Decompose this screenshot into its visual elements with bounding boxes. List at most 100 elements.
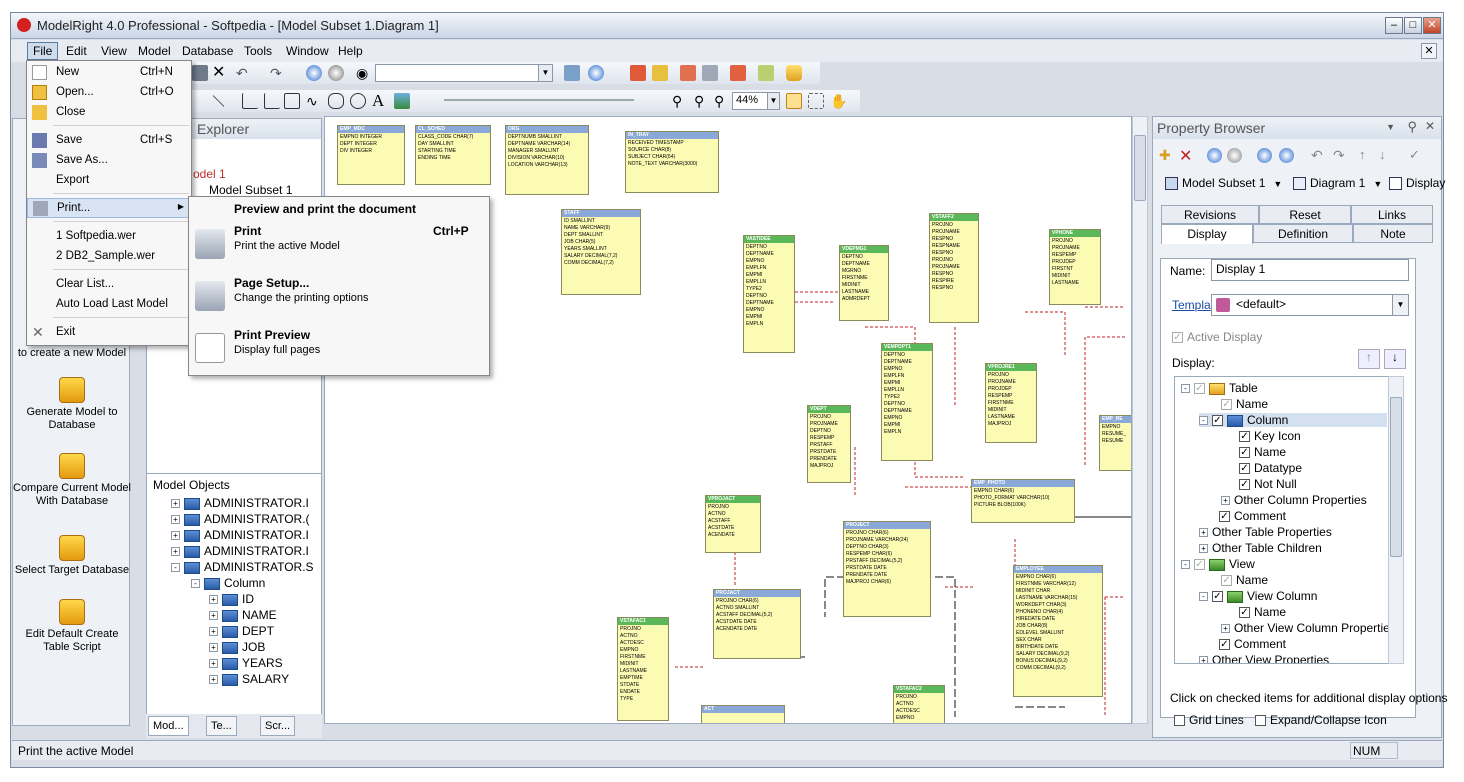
- menu-help[interactable]: Help: [338, 44, 363, 58]
- move-up-icon[interactable]: ↑: [1359, 147, 1366, 162]
- dt-other-table-props[interactable]: +Other Table Properties: [1199, 525, 1332, 539]
- up-icon[interactable]: [1257, 148, 1272, 163]
- dt-table[interactable]: -✓Table: [1181, 381, 1258, 395]
- tab-reset[interactable]: Reset: [1259, 205, 1351, 224]
- text-tool-icon[interactable]: A: [372, 91, 385, 110]
- checkbox-icon[interactable]: ✓: [1239, 607, 1250, 619]
- expand-icon[interactable]: +: [1199, 544, 1208, 554]
- back-icon[interactable]: [306, 65, 322, 81]
- submenu-print-preview[interactable]: Print Preview Display full pages: [189, 325, 489, 375]
- collapse-icon[interactable]: -: [171, 563, 180, 573]
- zoom-in-icon[interactable]: ⚲: [694, 93, 705, 109]
- redo-icon[interactable]: ↷: [270, 65, 282, 81]
- checkbox-icon[interactable]: ✓: [1221, 575, 1232, 587]
- breadcrumb-diagram[interactable]: Diagram 1▼: [1293, 176, 1382, 191]
- tree-model[interactable]: odel 1: [193, 167, 226, 181]
- report-icon[interactable]: [758, 65, 774, 81]
- checkbox-icon[interactable]: ✓: [1221, 399, 1232, 411]
- submenu-page-setup[interactable]: Page Setup... Change the printing option…: [189, 273, 489, 325]
- checkbox-icon[interactable]: ✓: [1219, 639, 1230, 651]
- fit-page-icon[interactable]: [786, 93, 802, 109]
- tree-object[interactable]: +ADMINISTRATOR.I: [171, 528, 309, 542]
- delete-icon[interactable]: ✕: [1179, 148, 1193, 165]
- dt-column-name[interactable]: ✓Name: [1239, 445, 1286, 459]
- database-icon[interactable]: [786, 65, 802, 81]
- menu-recent-1[interactable]: 1 Softpedia.wer: [27, 227, 191, 247]
- forward-icon[interactable]: [1227, 148, 1242, 163]
- menu-save-as[interactable]: Save As...: [27, 151, 191, 171]
- add-table-icon[interactable]: [630, 65, 646, 81]
- dt-column[interactable]: -✓Column: [1199, 413, 1387, 427]
- expand-icon[interactable]: +: [209, 595, 218, 605]
- menu-model[interactable]: Model: [138, 44, 171, 58]
- zoom-fit-icon[interactable]: ⚲: [672, 93, 683, 109]
- move-up-button[interactable]: ↑: [1358, 349, 1380, 369]
- checkbox-icon[interactable]: ✓: [1239, 479, 1250, 491]
- line-tool-icon[interactable]: [212, 94, 225, 108]
- tab-note[interactable]: Note: [1353, 224, 1433, 243]
- collapse-icon[interactable]: -: [1199, 592, 1208, 602]
- find-combo[interactable]: ▼: [375, 64, 553, 82]
- display-tree-scrollbar[interactable]: [1388, 376, 1404, 664]
- dt-view-name[interactable]: ✓Name: [1221, 573, 1268, 587]
- template-select[interactable]: <default>▼: [1211, 294, 1409, 316]
- chevron-down-icon[interactable]: ▼: [1392, 295, 1408, 315]
- ellipse-tool-icon[interactable]: [350, 93, 366, 109]
- chevron-down-icon[interactable]: ▼: [1273, 179, 1283, 189]
- dt-view-comment[interactable]: ✓Comment: [1219, 637, 1286, 651]
- task-edit-script[interactable]: Edit Default Create Table Script: [13, 599, 131, 654]
- template-link[interactable]: Templa: [1172, 298, 1211, 312]
- move-down-button[interactable]: ↓: [1384, 349, 1406, 369]
- checkbox-icon[interactable]: ✓: [1239, 447, 1250, 459]
- image-tool-icon[interactable]: [394, 93, 410, 109]
- expand-icon[interactable]: +: [171, 547, 180, 557]
- tree-column[interactable]: +NAME: [209, 608, 277, 622]
- collapse-icon[interactable]: -: [1181, 384, 1190, 394]
- tree-column[interactable]: +YEARS: [209, 656, 283, 670]
- binoculars-icon[interactable]: ◉: [356, 65, 369, 81]
- down-icon[interactable]: [1279, 148, 1294, 163]
- right-angle-icon[interactable]: [264, 93, 280, 109]
- menu-view[interactable]: View: [101, 44, 127, 58]
- checkbox-icon[interactable]: ✓: [1194, 383, 1205, 395]
- dt-key-icon[interactable]: ✓Key Icon: [1239, 429, 1301, 443]
- zoom-out-icon[interactable]: ⚲: [714, 93, 725, 109]
- slider-track[interactable]: [444, 99, 634, 101]
- help-icon[interactable]: [588, 65, 604, 81]
- menu-file[interactable]: File: [27, 42, 59, 60]
- checkbox-icon[interactable]: ✓: [1239, 431, 1250, 443]
- forward-icon[interactable]: [328, 65, 344, 81]
- curve-tool-icon[interactable]: ∿: [306, 93, 318, 109]
- compare-icon[interactable]: [730, 65, 746, 81]
- expand-icon[interactable]: +: [171, 499, 180, 509]
- tree-column[interactable]: +SALARY: [209, 672, 289, 686]
- pin-icon[interactable]: ⚲: [1407, 119, 1417, 134]
- expand-icon[interactable]: +: [1199, 528, 1208, 538]
- maximize-button[interactable]: □: [1404, 17, 1422, 34]
- expand-icon[interactable]: +: [171, 531, 180, 541]
- tree-object[interactable]: -ADMINISTRATOR.S: [171, 560, 314, 574]
- dt-view[interactable]: -✓View: [1181, 557, 1255, 571]
- task-generate[interactable]: Generate Model to Database: [13, 377, 131, 432]
- elbow-line-icon[interactable]: [242, 93, 258, 109]
- menu-database[interactable]: Database: [182, 44, 234, 58]
- menu-auto-load[interactable]: Auto Load Last Model: [27, 295, 191, 315]
- dt-other-column-props[interactable]: +Other Column Properties: [1221, 493, 1367, 507]
- chevron-down-icon[interactable]: ▼: [767, 93, 779, 109]
- expand-icon[interactable]: +: [209, 643, 218, 653]
- forward-engineer-icon[interactable]: [680, 65, 696, 81]
